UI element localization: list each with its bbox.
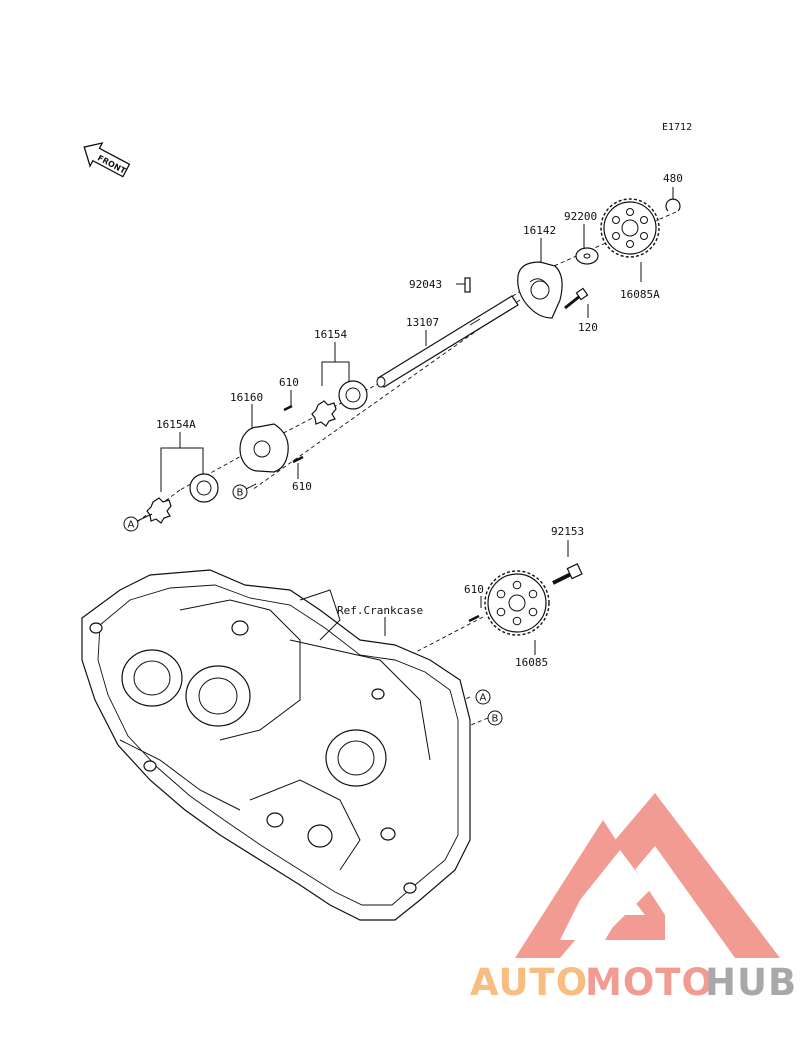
automotohub-logo: AUTO MOTO HUB [470, 793, 797, 1004]
label-610-upper: 610 [279, 376, 299, 389]
front-arrow-icon: FRONT [83, 142, 131, 178]
label-16142: 16142 [523, 224, 556, 237]
label-92043: 92043 [409, 278, 442, 291]
label-16154A: 16154A [156, 418, 196, 431]
label-ref-crankcase: Ref.Crankcase [337, 604, 423, 617]
label-16085: 16085 [515, 656, 548, 669]
label-480: 480 [663, 172, 683, 185]
bolt-120 [564, 287, 589, 310]
marker-a-upper: A [128, 520, 135, 531]
circlip-480 [665, 198, 681, 212]
pump-body-16160 [239, 423, 289, 473]
marker-a-lower: A [480, 693, 487, 704]
part-labels: 480 92200 16142 16085A 92043 120 13107 1… [156, 172, 683, 669]
label-610-crank: 610 [464, 583, 484, 596]
logo-word-hub: HUB [705, 961, 797, 1004]
diagram-code: E1712 [662, 122, 692, 133]
pin-610-crank [468, 614, 480, 623]
leader-lines [160, 187, 674, 655]
label-610-lower: 610 [292, 480, 312, 493]
pin-610-lower [292, 455, 304, 464]
sprocket-16085A [600, 198, 660, 258]
marker-b-lower: B [492, 714, 499, 725]
washer-92200 [575, 247, 599, 265]
logo-word-moto: MOTO [585, 961, 714, 1004]
label-16160: 16160 [230, 391, 263, 404]
rotor-16154A [146, 473, 219, 524]
marker-b-upper: B [237, 488, 244, 499]
pump-cover-16142 [517, 261, 563, 319]
pin-610-upper [283, 404, 293, 412]
reference-markers: B A A B [123, 483, 503, 726]
label-92153: 92153 [551, 525, 584, 538]
pin-92043 [464, 277, 471, 293]
shaft-13107 [376, 295, 519, 388]
label-120: 120 [578, 321, 598, 334]
label-92200: 92200 [564, 210, 597, 223]
rotor-16154 [311, 380, 368, 427]
bolt-92153 [552, 563, 583, 585]
sprocket-16085 [484, 570, 550, 636]
label-13107: 13107 [406, 316, 439, 329]
logo-word-auto: AUTO [470, 961, 588, 1004]
label-16154: 16154 [314, 328, 347, 341]
crankcase-drawing [81, 569, 471, 921]
label-16085A: 16085A [620, 288, 660, 301]
